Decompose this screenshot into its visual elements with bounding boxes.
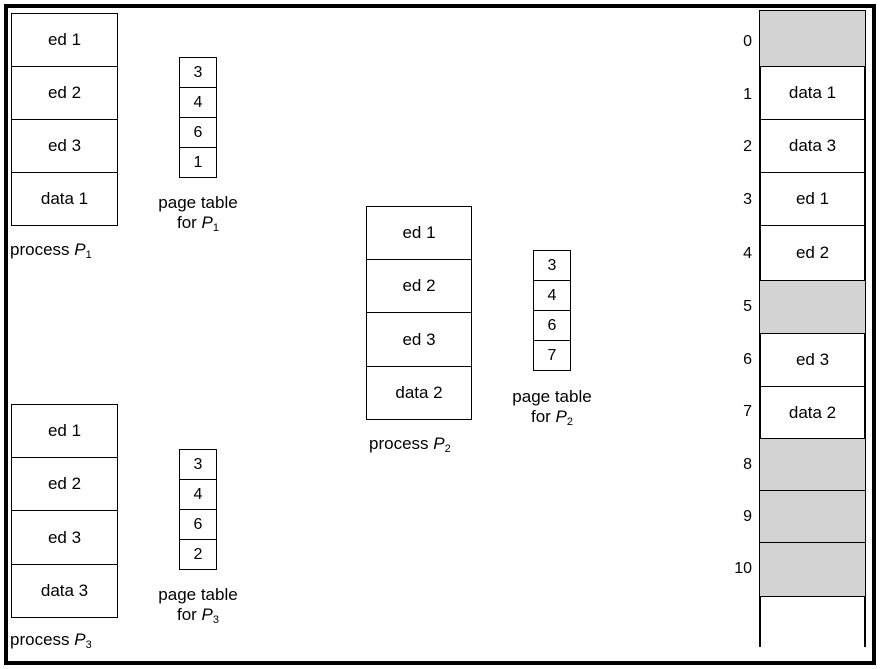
process-p3-page-3: data 3 <box>11 564 118 618</box>
page-table-p1-entry-1: 4 <box>179 87 217 118</box>
page-table-p2-entry-2: 6 <box>533 310 571 341</box>
memory-frame-10 <box>760 542 865 597</box>
page-table-p3-entry-0: 3 <box>179 449 217 480</box>
page-table-p2-entry-0: 3 <box>533 250 571 281</box>
process-p2-page-0: ed 1 <box>366 206 472 260</box>
page-table-p1-entry-0: 3 <box>179 57 217 88</box>
frame-number-6: 6 <box>743 351 752 368</box>
page-table-p3-entry-2: 6 <box>179 509 217 540</box>
page-table-p2-entry-3: 7 <box>533 340 571 371</box>
page-table-p1-entry-3: 1 <box>179 147 217 178</box>
frame-number-2: 2 <box>743 138 752 155</box>
frame-number-1: 1 <box>743 86 752 103</box>
page-table-p2-label: page table for P2 <box>512 387 592 428</box>
frame-number-7: 7 <box>743 403 752 420</box>
memory-frame-4: ed 2 <box>760 225 865 281</box>
memory-frame-3: ed 1 <box>760 172 865 226</box>
process-p2-page-3: data 2 <box>366 366 472 420</box>
process-p1-page-3: data 1 <box>11 172 118 226</box>
frame-number-10: 10 <box>734 560 752 577</box>
memory-frame-0 <box>760 10 865 67</box>
process-p2-page-1: ed 2 <box>366 259 472 313</box>
process-p1-label: process P1 <box>10 240 92 261</box>
memory-frame-1: data 1 <box>760 66 865 120</box>
process-p3-page-0: ed 1 <box>11 404 118 458</box>
process-p3-page-1: ed 2 <box>11 457 118 511</box>
frame-number-9: 9 <box>743 508 752 525</box>
memory-frame-2: data 3 <box>760 119 865 173</box>
process-p2-label: process P2 <box>369 434 451 455</box>
process-p1-page-2: ed 3 <box>11 119 118 173</box>
process-p1-page-0: ed 1 <box>11 13 118 67</box>
page-table-p3-entry-1: 4 <box>179 479 217 510</box>
diagram-frame <box>4 4 876 665</box>
memory-right-edge <box>864 10 866 647</box>
process-p3-label: process P3 <box>10 630 92 651</box>
memory-frame-5 <box>760 280 865 334</box>
page-table-p1-label: page table for P1 <box>158 193 238 234</box>
frame-number-3: 3 <box>743 191 752 208</box>
frame-number-0: 0 <box>743 33 752 50</box>
frame-number-4: 4 <box>743 245 752 262</box>
memory-frame-8 <box>760 438 865 491</box>
process-p3-page-2: ed 3 <box>11 510 118 565</box>
process-p2-page-2: ed 3 <box>366 312 472 367</box>
memory-frame-9 <box>760 490 865 543</box>
frame-number-5: 5 <box>743 298 752 315</box>
page-table-p3-label: page table for P3 <box>158 585 238 626</box>
process-p1-page-1: ed 2 <box>11 66 118 120</box>
memory-frame-7: data 2 <box>760 386 865 439</box>
memory-frame-6: ed 3 <box>760 333 865 387</box>
frame-number-8: 8 <box>743 456 752 473</box>
page-table-p2-entry-1: 4 <box>533 280 571 311</box>
page-table-p1-entry-2: 6 <box>179 117 217 148</box>
page-table-p3-entry-3: 2 <box>179 539 217 570</box>
